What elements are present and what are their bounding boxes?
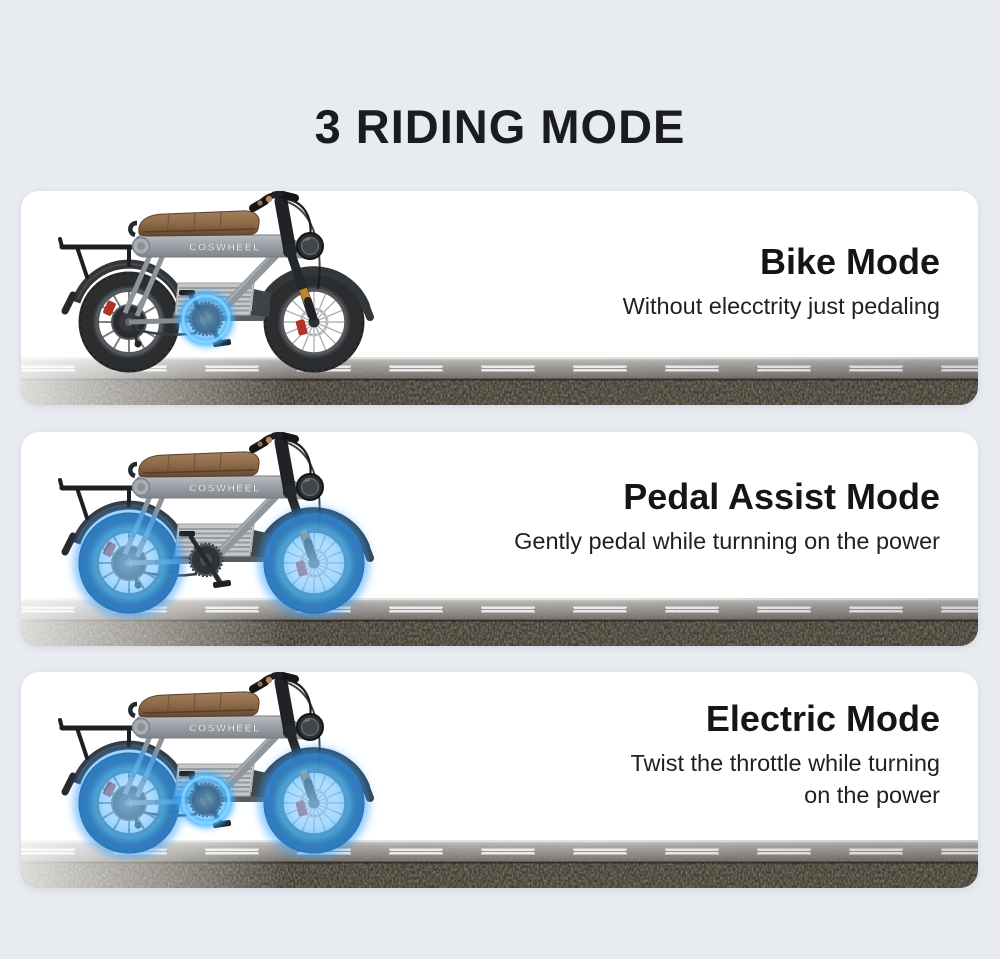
mode-caption: Pedal Assist Mode Gently pedal while tur… (514, 476, 940, 558)
pedal-glow-effect (170, 764, 242, 836)
panel-bike-mode: Bike Mode Without elecctrity just pedali… (21, 191, 978, 405)
mode-description-line: Twist the throttle while turning on the … (630, 748, 940, 811)
panel-electric-mode: Electric Mode Twist the throttle while t… (21, 672, 978, 888)
rear-wheel-glow-effect (71, 505, 187, 620)
mode-heading: Pedal Assist Mode (623, 476, 940, 517)
ebike-illustration (29, 432, 449, 620)
mode-caption: Bike Mode Without elecctrity just pedali… (623, 241, 940, 323)
page-title: 3 RIDING MODE (314, 100, 686, 154)
rear-wheel-glow-effect (71, 745, 187, 860)
mode-description-line: Gently pedal while turnning on the power (514, 528, 940, 555)
ebike-illustration (29, 191, 449, 379)
mode-caption: Electric Mode Twist the throttle while t… (630, 698, 940, 811)
pedal-glow-effect (170, 283, 242, 355)
mode-description-line-1: Twist the throttle while turning (630, 750, 940, 777)
mode-description-line: Without elecctrity just pedaling (622, 293, 940, 320)
front-wheel-glow-effect (256, 745, 372, 860)
mode-heading: Electric Mode (705, 698, 940, 739)
ebike-illustration (29, 672, 449, 860)
mode-heading: Bike Mode (759, 241, 940, 282)
mode-description-line-2: on the power (804, 781, 940, 808)
panel-pedal-assist-mode: Pedal Assist Mode Gently pedal while tur… (21, 432, 978, 646)
front-wheel-glow-effect (256, 505, 372, 620)
